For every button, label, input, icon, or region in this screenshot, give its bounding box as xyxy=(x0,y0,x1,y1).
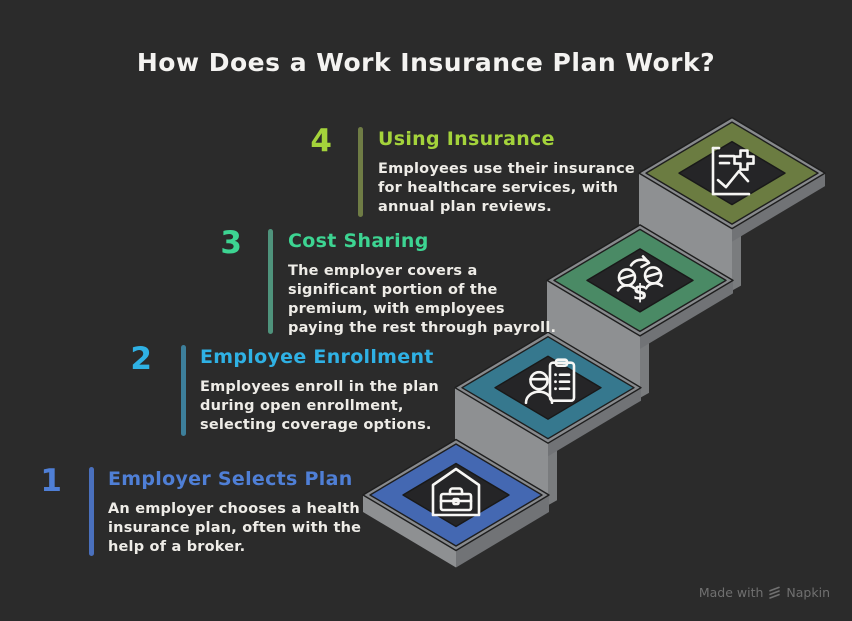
step-4-title: Using Insurance xyxy=(378,128,555,150)
step-1-platform xyxy=(362,438,550,568)
step-2-text: Employee Enrollment Employees enroll in … xyxy=(200,346,439,435)
step-3-text: Cost Sharing The employer covers a signi… xyxy=(288,230,556,338)
step-2-accent-bar xyxy=(181,345,186,436)
page-title: How Does a Work Insurance Plan Work? xyxy=(136,48,716,77)
step-4-text: Using Insurance Employees use their insu… xyxy=(378,128,635,217)
step-1-title: Employer Selects Plan xyxy=(108,468,353,490)
step-1-number: 1 xyxy=(40,463,62,499)
step-3-description: The employer covers a significant portio… xyxy=(288,262,557,336)
step-3-platform: $ xyxy=(546,224,734,398)
watermark-brand: Napkin xyxy=(786,585,830,600)
svg-text:$: $ xyxy=(633,280,648,304)
step-4-description: Employees use their insurance for health… xyxy=(378,160,635,215)
step-3-accent-bar xyxy=(268,229,273,334)
step-2-description: Employees enroll in the plan during open… xyxy=(200,378,439,433)
person-clipboard-icon xyxy=(524,358,576,405)
watermark: Made with Napkin xyxy=(699,585,830,600)
step-3-number: 3 xyxy=(220,225,242,261)
step-4-number: 4 xyxy=(310,123,332,159)
watermark-prefix: Made with xyxy=(698,585,764,600)
napkin-logo-icon xyxy=(769,586,781,599)
step-2-number: 2 xyxy=(130,341,152,377)
briefcase-house-icon xyxy=(431,467,481,517)
step-3-title: Cost Sharing xyxy=(288,230,429,252)
step-1-description: An employer chooses a health insurance p… xyxy=(108,500,362,555)
step-2-title: Employee Enrollment xyxy=(200,346,434,368)
step-2-platform xyxy=(454,331,642,506)
step-4-accent-bar xyxy=(358,127,363,217)
cost-exchange-icon: $ xyxy=(616,255,664,304)
chart-medical-icon xyxy=(711,146,755,196)
step-1-accent-bar xyxy=(89,467,94,556)
step-4-platform xyxy=(638,116,826,291)
step-1-text: Employer Selects Plan An employer choose… xyxy=(108,468,361,557)
